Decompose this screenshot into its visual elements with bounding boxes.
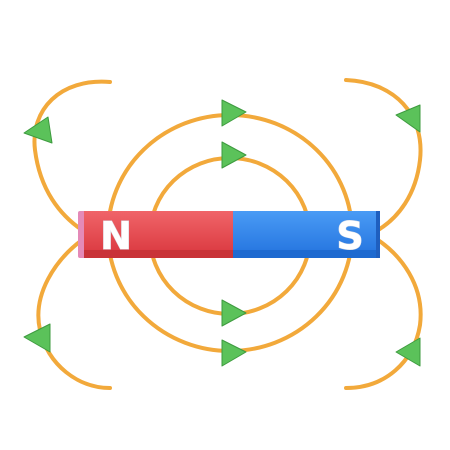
field-line-outer-bottom-left xyxy=(36,238,112,390)
triangle-arrow-icon xyxy=(221,99,247,127)
south-label: S xyxy=(336,214,363,258)
north-pole-shade xyxy=(84,250,234,258)
bar-magnet: N S xyxy=(78,211,380,259)
north-label: N xyxy=(100,214,132,258)
field-line-outer-bottom-right xyxy=(344,238,423,390)
triangle-arrow-icon xyxy=(221,141,247,169)
triangle-arrow-icon xyxy=(23,116,53,144)
triangle-arrow-icon xyxy=(395,337,421,367)
triangle-arrow-icon xyxy=(395,104,421,133)
south-pole-tip xyxy=(376,211,380,258)
triangle-arrow-icon xyxy=(221,299,247,327)
south-pole-shade xyxy=(233,250,379,258)
field-line-outer-top-left xyxy=(32,79,112,232)
triangle-arrow-icon xyxy=(23,323,51,353)
triangle-arrow-icon xyxy=(221,339,247,367)
field-arrows xyxy=(23,99,421,367)
field-line-outer-top-right xyxy=(344,78,423,232)
